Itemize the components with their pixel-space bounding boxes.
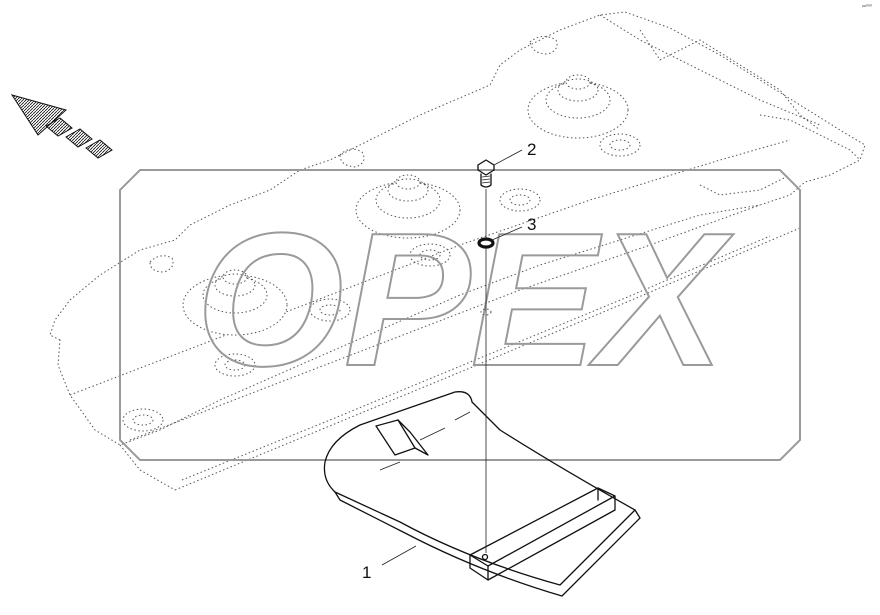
watermark-text: OPEX xyxy=(196,194,734,406)
assembly-axis-line xyxy=(480,189,492,553)
part-2-bolt xyxy=(477,159,495,188)
cutter-bar-outline xyxy=(49,11,866,491)
callout-leaders xyxy=(381,149,523,566)
callout-1-label: 1 xyxy=(362,563,371,582)
opex-watermark: OPEX xyxy=(119,169,801,461)
callout-2-label: 2 xyxy=(527,140,536,159)
direction-arrow-icon xyxy=(10,94,113,159)
part-1-skid-plate xyxy=(323,391,641,597)
part-3-washer xyxy=(477,237,495,249)
drawing-code: ᵖᵉ⁰⁰⁰ xyxy=(862,4,872,10)
disc-bearings xyxy=(122,133,641,432)
disc-hubs xyxy=(182,74,629,336)
callout-3-label: 3 xyxy=(527,215,536,234)
